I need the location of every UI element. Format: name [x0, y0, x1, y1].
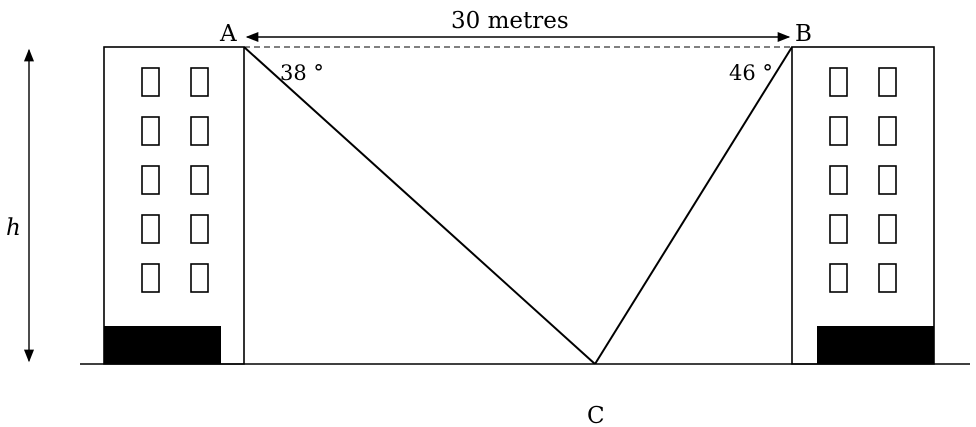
left-window [190, 263, 209, 293]
height-label: h [6, 215, 21, 241]
left-window [190, 214, 209, 244]
right-building [791, 46, 935, 365]
right-building-windows [829, 67, 897, 293]
right-window [878, 67, 897, 97]
left-window [141, 214, 160, 244]
right-window [878, 263, 897, 293]
left-window [141, 263, 160, 293]
angle-a-label: 38 ° [280, 61, 324, 85]
right-window [829, 263, 848, 293]
left-building-outline [103, 46, 245, 365]
left-window [190, 116, 209, 146]
left-window [141, 165, 160, 195]
right-window [829, 165, 848, 195]
angle-b-label: 46 ° [729, 61, 773, 85]
point-b-label: B [795, 21, 812, 47]
right-window [829, 116, 848, 146]
right-building-outline [791, 46, 935, 365]
left-building-windows [141, 67, 209, 293]
right-window [829, 214, 848, 244]
point-a-label: A [219, 21, 237, 47]
right-window [829, 67, 848, 97]
left-window [190, 67, 209, 97]
right-window [878, 214, 897, 244]
right-building-door [817, 326, 934, 364]
line-b-to-c [594, 46, 793, 365]
left-window [141, 67, 160, 97]
left-window [190, 165, 209, 195]
left-window [141, 116, 160, 146]
distance-label: 30 metres [451, 8, 569, 34]
point-c-label: C [587, 403, 605, 427]
right-window [878, 165, 897, 195]
right-window [878, 116, 897, 146]
line-a-to-c [243, 46, 596, 365]
left-building-door [104, 326, 221, 364]
left-building [103, 46, 245, 365]
